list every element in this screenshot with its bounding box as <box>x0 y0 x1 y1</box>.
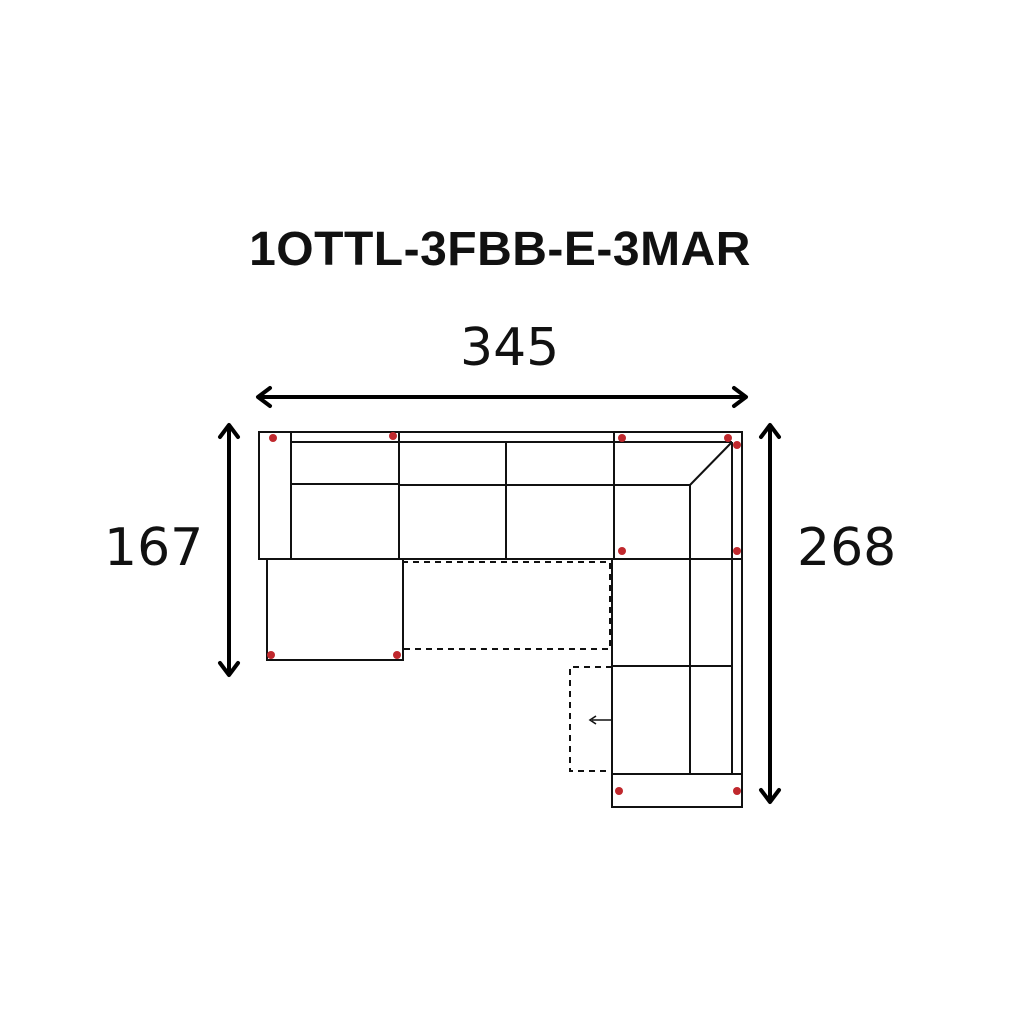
middle-sofa-module <box>398 431 615 560</box>
connector-dot <box>393 651 401 659</box>
connector-dot <box>618 434 626 442</box>
bed-extension-outline <box>402 561 611 650</box>
width-dimension-arrow <box>256 386 748 408</box>
right-depth-dimension-label: 268 <box>797 518 897 578</box>
connector-dot <box>618 547 626 555</box>
connector-dot <box>389 432 397 440</box>
model-code-title: 1OTTL-3FBB-E-3MAR <box>249 223 751 276</box>
left-depth-dimension-arrow <box>218 423 240 677</box>
connector-dot <box>615 787 623 795</box>
connector-dot <box>733 787 741 795</box>
corner-module <box>613 431 743 560</box>
left-ottoman-module <box>258 431 404 661</box>
connector-dot <box>269 434 277 442</box>
connector-dot <box>724 434 732 442</box>
connector-dot <box>267 651 275 659</box>
drawer-extension-outline <box>569 666 612 772</box>
right-depth-dimension-arrow <box>759 423 781 804</box>
right-return-module <box>611 558 743 808</box>
connector-markers <box>267 432 741 795</box>
width-dimension-label: 345 <box>460 318 560 378</box>
connector-dot <box>733 547 741 555</box>
connector-dot <box>733 441 741 449</box>
left-depth-dimension-label: 167 <box>104 518 204 578</box>
